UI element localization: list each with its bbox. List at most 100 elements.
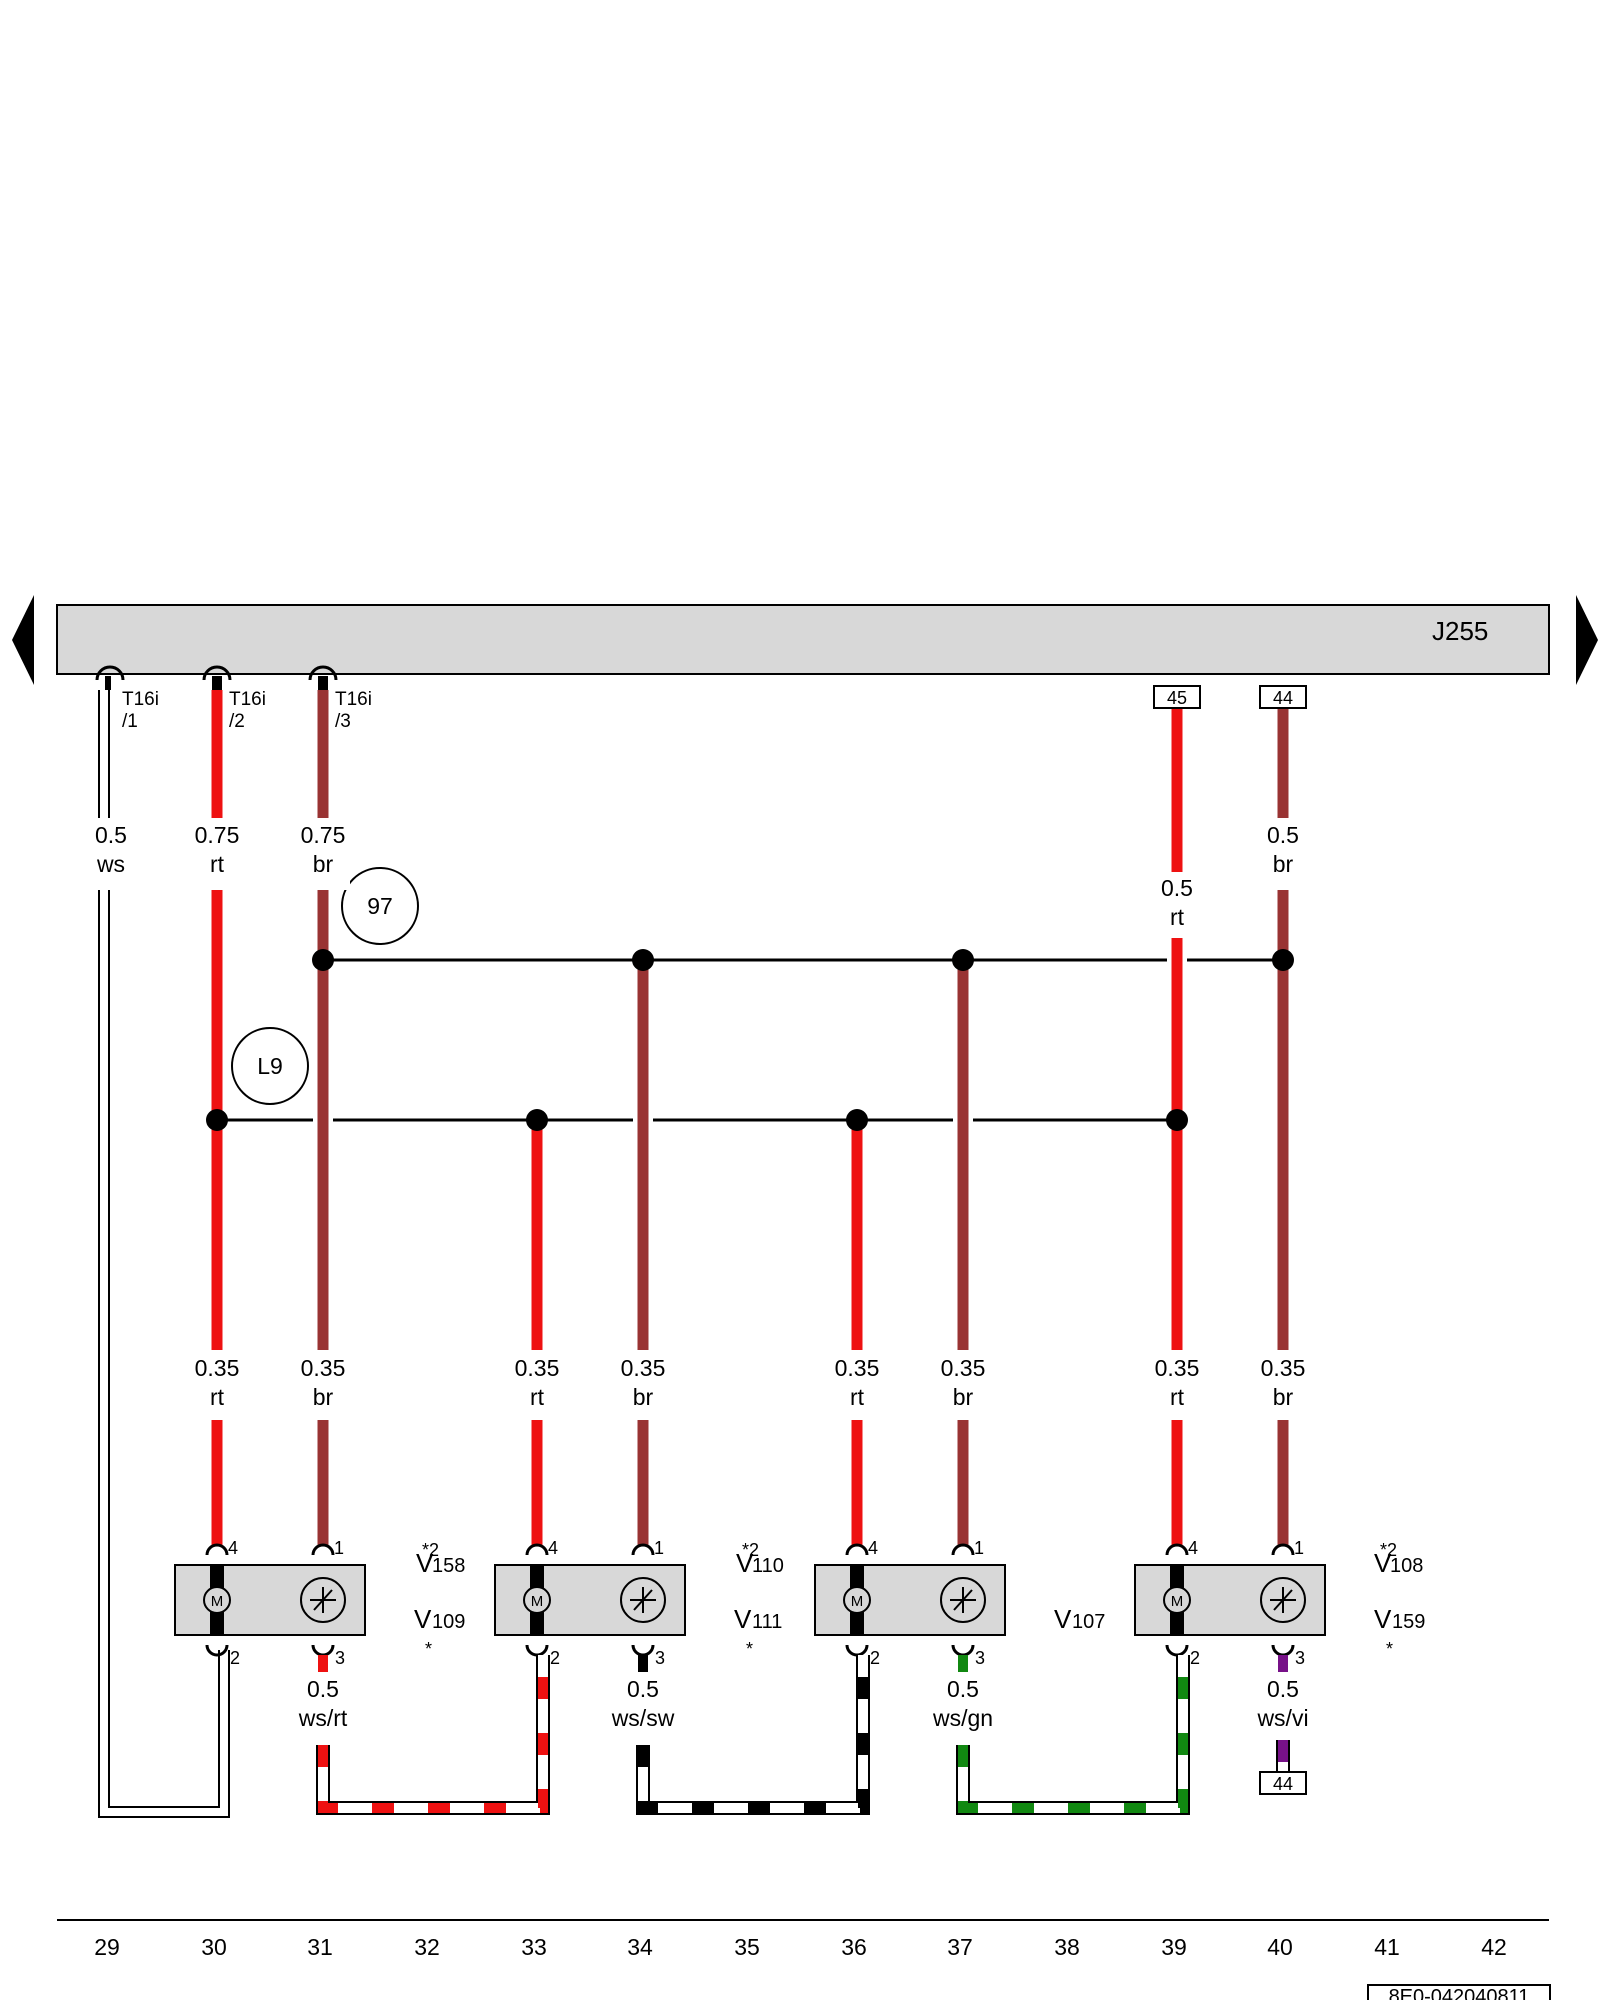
svg-text:T16i: T16i (229, 689, 266, 710)
svg-text:44: 44 (1273, 688, 1293, 708)
junction-dot (1166, 1109, 1188, 1131)
svg-text:31: 31 (307, 1934, 333, 1960)
svg-text:41: 41 (1374, 1934, 1400, 1960)
wire-ws-vi: 44 (1259, 1655, 1307, 1795)
svg-text:40: 40 (1267, 1934, 1293, 1960)
wire-label-upper: 0.5 ws 0.75 rt 0.75 br 0.5 rt 0.5 br (82, 818, 1305, 938)
svg-text:44: 44 (1273, 1774, 1293, 1794)
svg-text:8E0-042040811: 8E0-042040811 (1389, 1986, 1530, 2000)
svg-text:2: 2 (550, 1648, 560, 1668)
svg-text:109: 109 (432, 1611, 465, 1633)
connector-t16i-2: T16i /2 (202, 665, 266, 732)
svg-text:ws/sw: ws/sw (611, 1705, 675, 1731)
svg-text:0.75: 0.75 (301, 822, 346, 848)
svg-text:158: 158 (432, 1555, 465, 1577)
wire-ws-sw-loop (636, 1655, 870, 1815)
svg-text:*2: *2 (1380, 1540, 1397, 1560)
svg-text:*2: *2 (742, 1540, 759, 1560)
svg-text:br: br (953, 1384, 974, 1410)
svg-text:0.5: 0.5 (1161, 875, 1193, 901)
svg-text:0.5: 0.5 (307, 1676, 339, 1702)
svg-text:rt: rt (1170, 904, 1185, 930)
svg-text:0.35: 0.35 (301, 1355, 346, 1381)
connector-pin-44: 44 (1259, 685, 1307, 709)
svg-text:V: V (414, 1604, 432, 1634)
motor-icon (1163, 1586, 1191, 1614)
svg-text:35: 35 (734, 1934, 760, 1960)
control-unit-label: J255 (1432, 616, 1488, 646)
svg-text:30: 30 (201, 1934, 227, 1960)
junction-dot (526, 1109, 548, 1131)
junction-97-circle (341, 867, 419, 945)
svg-text:0.5: 0.5 (627, 1676, 659, 1702)
svg-text:1: 1 (654, 1538, 664, 1558)
svg-text:0.35: 0.35 (621, 1355, 666, 1381)
svg-text:*: * (425, 1639, 432, 1659)
svg-text:0.35: 0.35 (941, 1355, 986, 1381)
column-numbers: 29 30 31 32 33 34 35 36 37 38 39 40 41 4… (94, 1934, 1507, 1960)
svg-text:42: 42 (1481, 1934, 1507, 1960)
svg-text:34: 34 (627, 1934, 653, 1960)
svg-text:ws/gn: ws/gn (932, 1705, 993, 1731)
svg-text:0.5: 0.5 (1267, 1676, 1299, 1702)
svg-text:V: V (734, 1604, 752, 1634)
svg-text:M: M (531, 1593, 544, 1610)
svg-text:br: br (633, 1384, 654, 1410)
svg-text:V: V (1374, 1548, 1392, 1578)
wire-label-lower: 0.5 ws/rt 0.5 ws/sw 0.5 ws/gn 0.5 ws/vi (298, 1676, 1309, 1731)
svg-text:32: 32 (414, 1934, 440, 1960)
junction-l9-circle (231, 1027, 309, 1105)
actuator-module-2: 4 1 M 2 3 V 110 *2 V 111 * (494, 1538, 784, 1668)
svg-text:1: 1 (334, 1538, 344, 1558)
junction-97-label: 97 (367, 893, 393, 919)
svg-text:V: V (416, 1548, 434, 1578)
svg-text:br: br (1273, 851, 1294, 877)
svg-text:1: 1 (974, 1538, 984, 1558)
actuator-module-1: 4 1 M 2 3 V 158 *2 V 109 * (174, 1538, 465, 1668)
svg-text:38: 38 (1054, 1934, 1080, 1960)
svg-text:V: V (736, 1548, 754, 1578)
svg-text:T16i: T16i (335, 689, 372, 710)
junction-dot (312, 949, 334, 971)
svg-text:/3: /3 (335, 711, 351, 732)
svg-text:/2: /2 (229, 711, 245, 732)
svg-text:0.75: 0.75 (195, 822, 240, 848)
connector-t16i-1: T16i /1 (95, 665, 159, 732)
svg-text:br: br (313, 851, 334, 877)
svg-text:36: 36 (841, 1934, 867, 1960)
svg-text:*: * (746, 1639, 753, 1659)
svg-text:rt: rt (850, 1384, 865, 1410)
svg-text:4: 4 (1188, 1538, 1198, 1558)
svg-text:0.35: 0.35 (1155, 1355, 1200, 1381)
svg-text:111: 111 (752, 1611, 782, 1633)
svg-text:3: 3 (655, 1648, 665, 1668)
junction-l9-label: L9 (257, 1053, 283, 1079)
svg-text:2: 2 (1190, 1648, 1200, 1668)
control-unit-j255 (56, 604, 1550, 675)
motor-icon (523, 1586, 551, 1614)
svg-text:33: 33 (521, 1934, 547, 1960)
svg-text:2: 2 (870, 1648, 880, 1668)
junction-dot (632, 949, 654, 971)
junction-dot (952, 949, 974, 971)
svg-text:3: 3 (975, 1648, 985, 1668)
wire-ws-gn-loop (956, 1655, 1190, 1815)
connector-t16i-3: T16i /3 (308, 665, 372, 732)
svg-text:110: 110 (752, 1555, 784, 1577)
arrow-left-icon[interactable] (12, 595, 34, 685)
svg-text:1: 1 (1294, 1538, 1304, 1558)
svg-text:0.35: 0.35 (1261, 1355, 1306, 1381)
document-id: 8E0-042040811 (1367, 1984, 1551, 2000)
svg-text:0.35: 0.35 (195, 1355, 240, 1381)
arrow-right-icon[interactable] (1576, 595, 1598, 685)
svg-text:3: 3 (335, 1648, 345, 1668)
svg-text:V: V (1054, 1604, 1072, 1634)
svg-text:T16i: T16i (122, 689, 159, 710)
svg-text:ws/vi: ws/vi (1256, 1705, 1308, 1731)
svg-text:ws: ws (96, 851, 125, 877)
svg-text:45: 45 (1167, 688, 1187, 708)
svg-text:107: 107 (1072, 1611, 1105, 1633)
svg-text:29: 29 (94, 1934, 120, 1960)
svg-text:rt: rt (530, 1384, 545, 1410)
